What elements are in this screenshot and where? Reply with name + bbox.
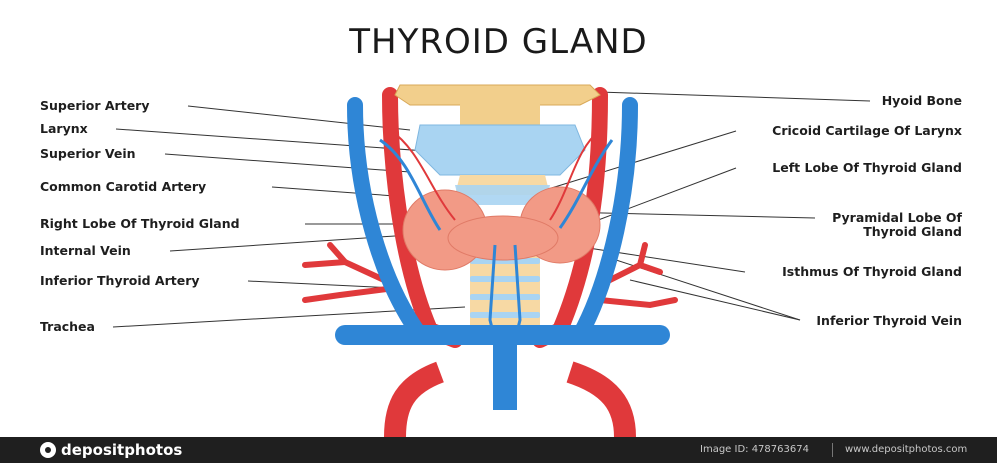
leader-internal-vein <box>170 236 395 251</box>
footer-divider <box>832 443 833 457</box>
label-right-lobe: Right Lobe Of Thyroid Gland <box>40 217 240 231</box>
label-inferior-thyroid-vein: Inferior Thyroid Vein <box>816 314 962 328</box>
leader-inferior-artery <box>248 281 395 288</box>
label-pyramidal-lobe-line2: Thyroid Gland <box>863 225 962 239</box>
leader-superior-artery <box>188 106 410 130</box>
label-left-lobe: Left Lobe Of Thyroid Gland <box>772 161 962 175</box>
aortic-branch-left <box>395 372 440 437</box>
label-cricoid-cartilage: Cricoid Cartilage Of Larynx <box>772 124 962 138</box>
label-trachea: Trachea <box>40 320 95 334</box>
leader-superior-vein <box>165 154 410 172</box>
camera-icon <box>40 442 56 458</box>
leader-inferior-vein-b <box>630 280 800 320</box>
larynx-cartilage-shape <box>415 125 585 175</box>
leader-common-carotid <box>272 187 395 196</box>
image-id-text: Image ID: 478763674 <box>700 444 809 455</box>
label-larynx: Larynx <box>40 122 88 136</box>
brand-logo: depositphotos <box>40 441 182 459</box>
label-pyramidal-lobe-line1: Pyramidal Lobe Of <box>832 211 962 225</box>
leader-left-lobe <box>585 168 736 225</box>
label-hyoid-bone: Hyoid Bone <box>882 94 962 108</box>
label-common-carotid-artery: Common Carotid Artery <box>40 180 206 194</box>
label-internal-vein: Internal Vein <box>40 244 131 258</box>
site-url-text: www.depositphotos.com <box>845 444 967 455</box>
label-superior-artery: Superior Artery <box>40 99 150 113</box>
label-isthmus: Isthmus Of Thyroid Gland <box>782 265 962 279</box>
brand-name: depositphotos <box>61 441 182 459</box>
stock-footer: depositphotos Image ID: 478763674 www.de… <box>0 437 997 463</box>
aortic-branch-right <box>570 372 625 437</box>
label-superior-vein: Superior Vein <box>40 147 136 161</box>
label-inferior-thyroid-artery: Inferior Thyroid Artery <box>40 274 200 288</box>
